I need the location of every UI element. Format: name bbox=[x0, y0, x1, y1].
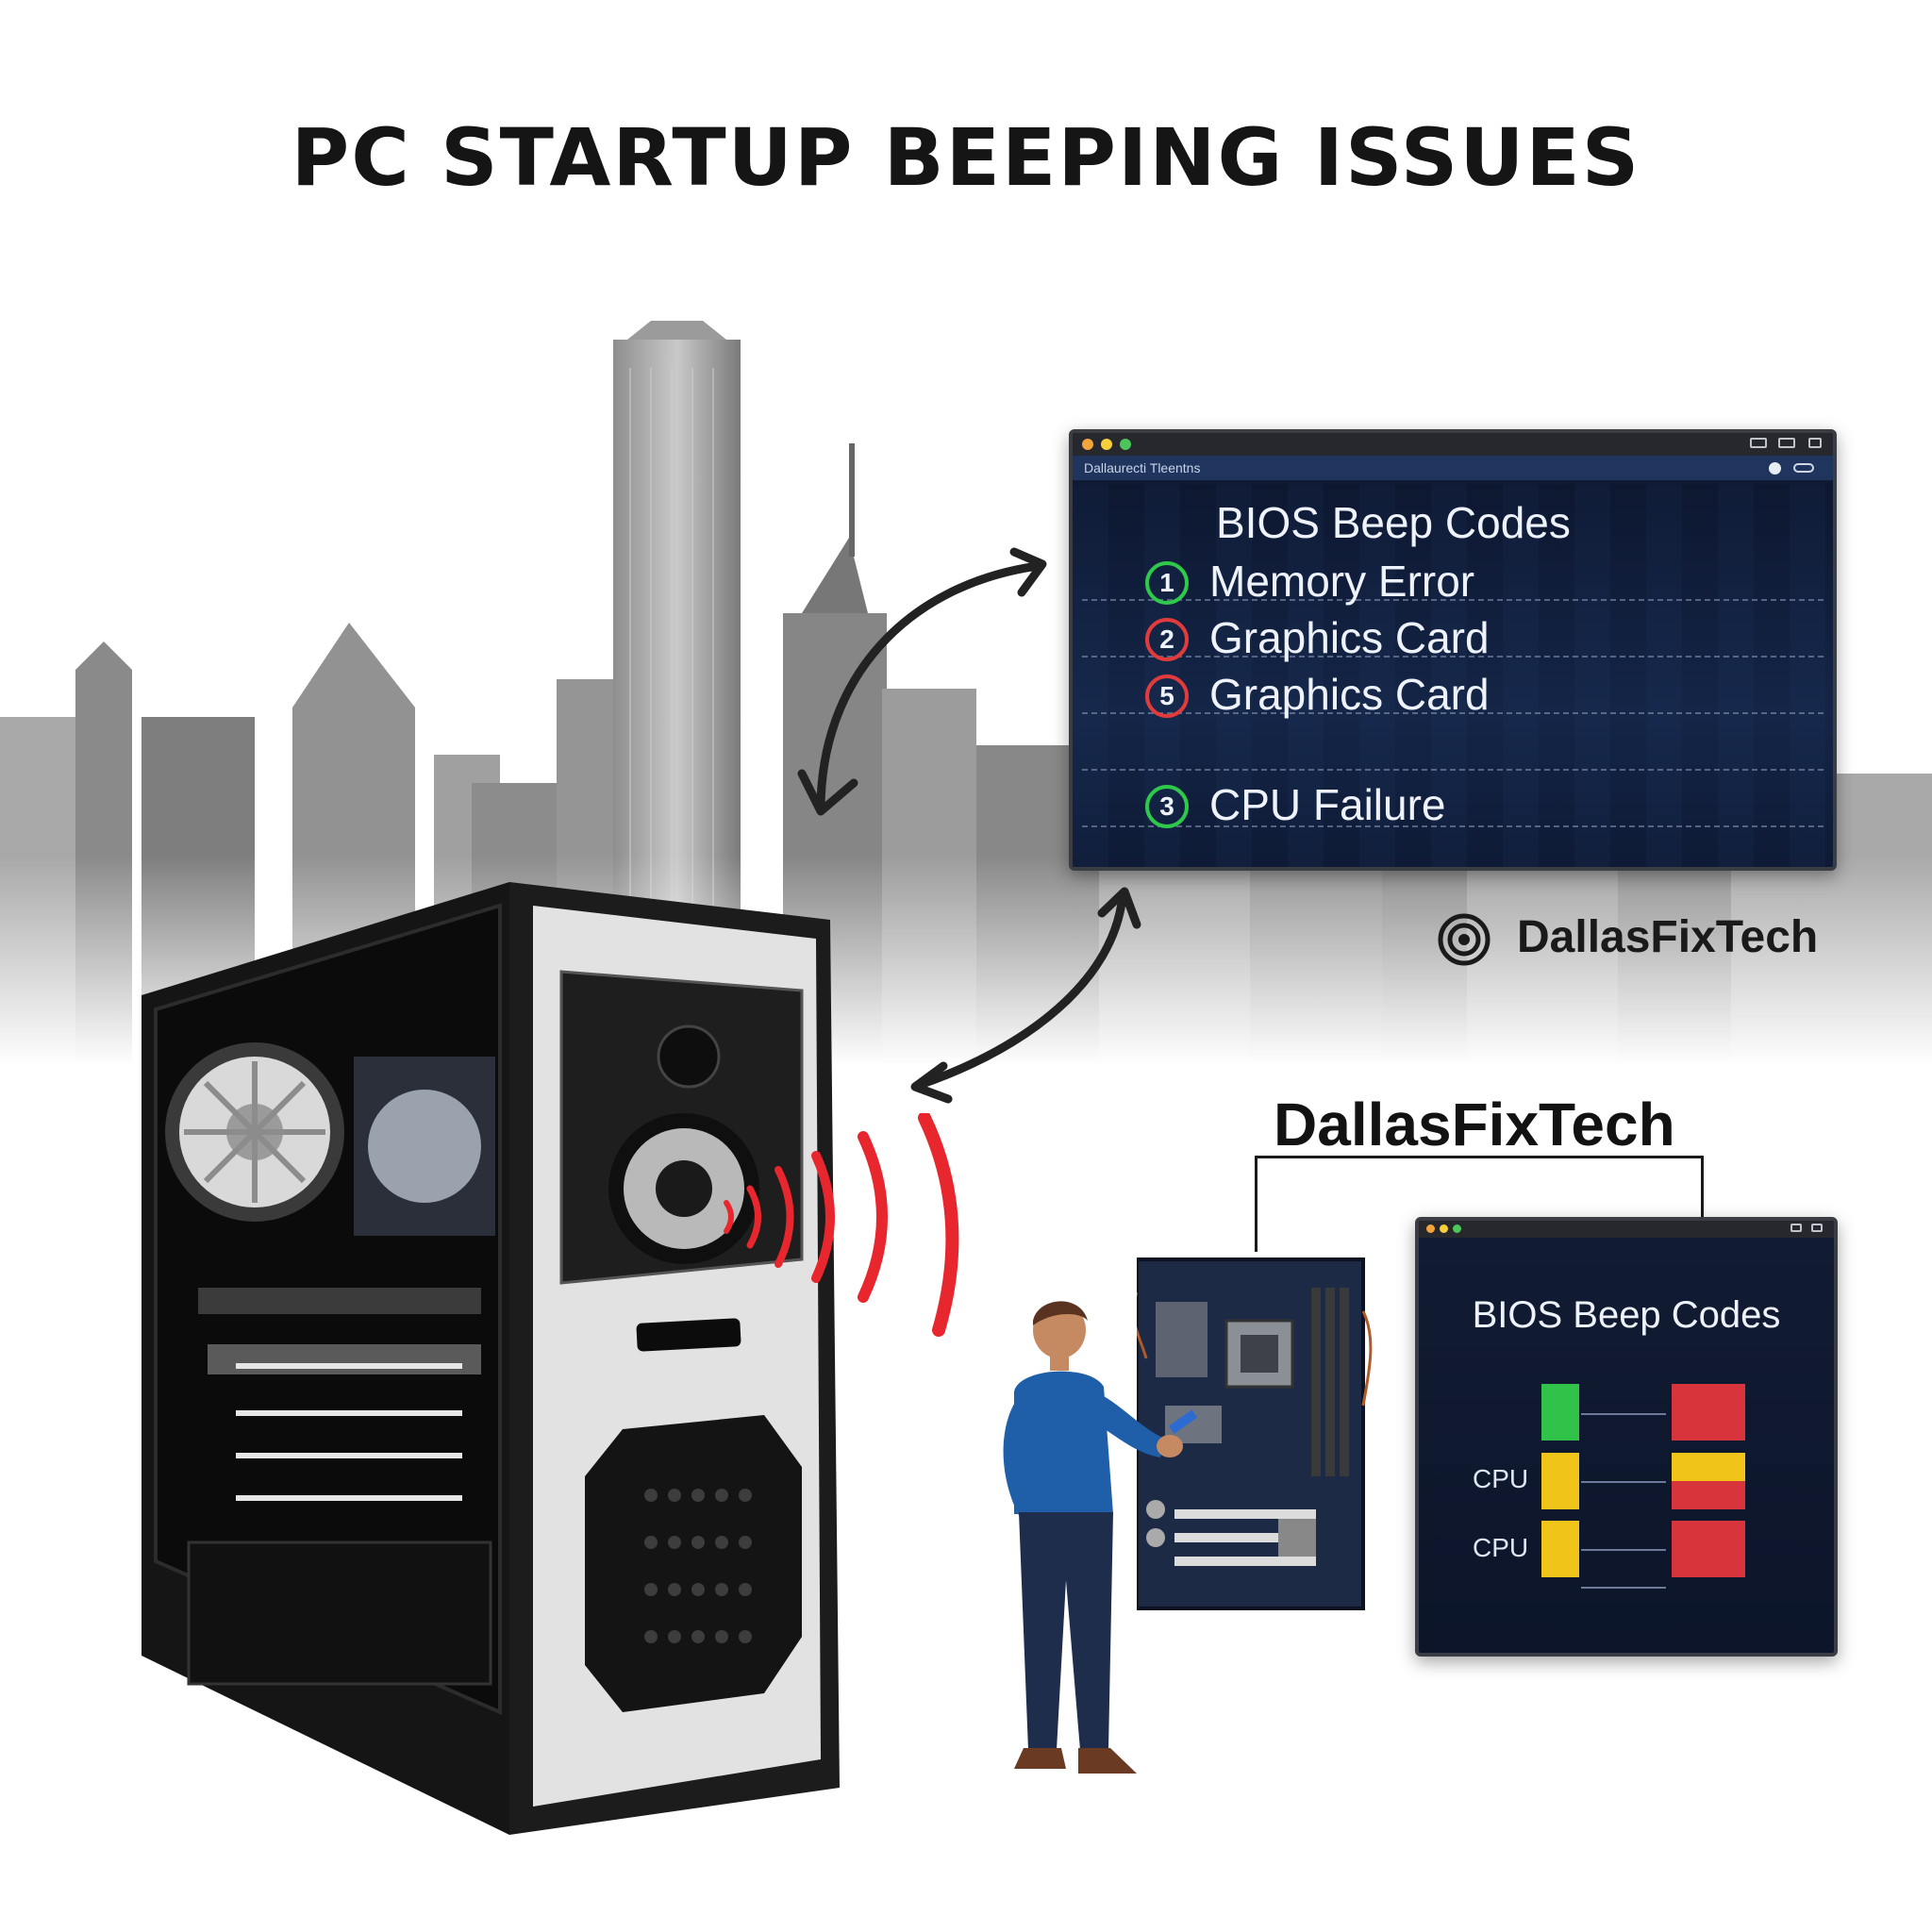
code-row: 5 Graphics Card bbox=[1073, 670, 1833, 725]
status-block-yellow bbox=[1672, 1453, 1745, 1481]
code-row: 2 Graphics Card bbox=[1073, 613, 1833, 669]
minimize-window-icon[interactable] bbox=[1790, 1224, 1802, 1232]
bios-codes-panel: BIOS Beep Codes 1 Memory Error 2 Graphic… bbox=[1073, 484, 1833, 867]
zoom-dot-icon[interactable] bbox=[1101, 439, 1112, 450]
minimize-dot-icon[interactable] bbox=[1426, 1224, 1435, 1233]
row-label: CPU bbox=[1473, 1533, 1529, 1562]
bios-window-secondary: BIOS Beep Codes CPU CPU bbox=[1415, 1217, 1838, 1657]
status-block-yellow bbox=[1541, 1521, 1579, 1549]
row-label: CPU bbox=[1473, 1464, 1529, 1493]
bios-window-main: Dallaurecti Tleentns BIOS Beep Codes 1 M… bbox=[1069, 429, 1837, 871]
brand-label: DallasFixTech bbox=[1274, 1091, 1675, 1158]
status-block-yellow bbox=[1541, 1549, 1579, 1577]
bios-heading-secondary: BIOS Beep Codes bbox=[1472, 1294, 1781, 1336]
code-label: Graphics Card bbox=[1209, 670, 1490, 719]
page-title: PC STARTUP BEEPING ISSUES bbox=[291, 111, 1641, 204]
code-label: CPU Failure bbox=[1209, 780, 1446, 829]
technician-figure bbox=[1003, 1301, 1198, 1774]
address-text: Dallaurecti Tleentns bbox=[1084, 460, 1201, 475]
window-address-bar[interactable]: Dallaurecti Tleentns bbox=[1073, 456, 1833, 480]
code-row: 1 Memory Error bbox=[1073, 557, 1833, 612]
bracket-connector bbox=[1255, 1156, 1704, 1252]
status-block-red bbox=[1672, 1481, 1745, 1509]
arrow-curve-bottom bbox=[915, 891, 1127, 1090]
close-window-icon[interactable] bbox=[1811, 1224, 1823, 1232]
status-block-red bbox=[1672, 1521, 1745, 1549]
beep-sound-waves bbox=[724, 1113, 959, 1337]
maximize-window-icon[interactable] bbox=[1778, 438, 1795, 448]
status-block-green bbox=[1541, 1384, 1579, 1412]
code-row: 3 CPU Failure bbox=[1073, 780, 1833, 836]
minimize-window-icon[interactable] bbox=[1750, 438, 1767, 448]
row-connector bbox=[1581, 1481, 1666, 1483]
status-block-red bbox=[1672, 1384, 1745, 1412]
status-block-yellow bbox=[1541, 1481, 1579, 1509]
code-number-badge: 3 bbox=[1145, 785, 1189, 828]
code-number-badge: 1 bbox=[1145, 561, 1189, 605]
code-number-badge: 5 bbox=[1145, 675, 1189, 718]
status-block-red bbox=[1672, 1412, 1745, 1441]
minimize-dot-icon[interactable] bbox=[1082, 439, 1093, 450]
window-titlebar bbox=[1419, 1221, 1834, 1238]
close-window-icon[interactable] bbox=[1808, 438, 1822, 448]
bios-status-panel: BIOS Beep Codes CPU CPU bbox=[1419, 1238, 1834, 1653]
row-connector bbox=[1581, 1549, 1666, 1551]
window-titlebar bbox=[1073, 433, 1833, 456]
zoom-dot-icon[interactable] bbox=[1440, 1224, 1448, 1233]
concentric-rings-icon bbox=[1438, 913, 1491, 966]
row-connector bbox=[1581, 1413, 1666, 1415]
code-number-badge: 2 bbox=[1145, 618, 1189, 661]
row-connector bbox=[1581, 1587, 1666, 1589]
bios-heading: BIOS Beep Codes bbox=[1216, 498, 1571, 547]
brand-logo-text: DallasFixTech bbox=[1517, 912, 1819, 962]
code-label: Graphics Card bbox=[1209, 613, 1490, 662]
status-block-red bbox=[1672, 1549, 1745, 1577]
refresh-icon[interactable] bbox=[1793, 463, 1814, 473]
status-block-yellow bbox=[1541, 1453, 1579, 1481]
motherboard bbox=[1137, 1257, 1373, 1610]
pc-tower bbox=[142, 882, 840, 1835]
arrow-curve-top bbox=[816, 561, 1042, 814]
status-circle-icon bbox=[1769, 462, 1781, 475]
close-dot-icon[interactable] bbox=[1120, 439, 1131, 450]
status-block-green bbox=[1541, 1412, 1579, 1441]
code-label: Memory Error bbox=[1209, 557, 1475, 606]
close-dot-icon[interactable] bbox=[1453, 1224, 1461, 1233]
